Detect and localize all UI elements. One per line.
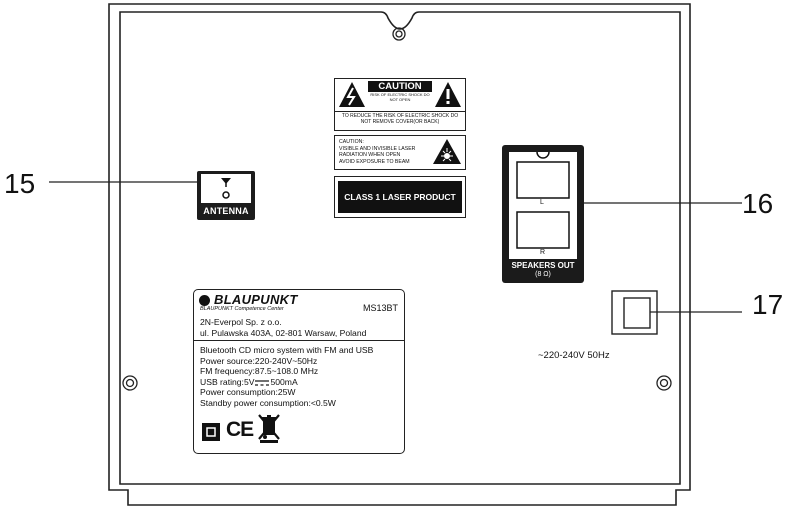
dc-symbol-icon [255,379,270,386]
callout-17: 17 [752,289,784,320]
certification-marks: CE [201,414,291,446]
model-number: MS13BT [362,303,398,313]
speakers-face: L R [509,152,577,259]
caution-warning-line: TO REDUCE THE RISK OF ELECTRIC SHOCK DO [341,113,459,119]
caution-warning-text: TO REDUCE THE RISK OF ELECTRIC SHOCK DO … [335,113,465,125]
caution-title: CAUTION [368,81,432,92]
laser-text-line: AVOID EXPOSURE TO BEAM [339,158,410,165]
brand-logo-dot [199,295,210,306]
caution-subtitle: RISK OF ELECTRIC SHOCK DO NOT OPEN [370,92,430,102]
laser-caution-text: CAUTION: VISIBLE AND INVISIBLE LASER RAD… [339,139,431,165]
leader-lines [49,181,742,313]
callout-16: 16 [742,188,774,219]
spec-line: Standby power consumption:<0.5W [200,397,336,408]
power-input-label: ~220-240V 50Hz [538,350,610,361]
manufacturer-line: ul. Pulawska 403A, 02-801 Warsaw, Poland [200,327,367,338]
speakers-out-terminal: L R SPEAKERS OUT (8 Ω) [502,145,584,283]
exclamation-warning-icon [435,82,461,107]
speakers-impedance: (8 Ω) [535,271,551,278]
manufacturer-info: 2N-Everpol Sp. z o.o. ul. Pulawska 403A,… [200,317,366,338]
power-socket [611,290,658,335]
usb-current-text: 500mA [270,376,298,387]
laser-caution-label: CAUTION: VISIBLE AND INVISIBLE LASER RAD… [334,135,466,170]
speaker-jacks [516,152,570,249]
antenna-face [201,174,251,203]
spec-line: Bluetooth CD micro system with FM and US… [200,345,374,355]
laser-text-line: RADIATION WHEN OPEN [339,152,401,159]
antenna-icon [221,178,231,199]
class-1-laser-label: CLASS 1 LASER PRODUCT [334,176,466,218]
double-insulation-icon [202,423,220,441]
antenna-label: ANTENNA [203,206,249,216]
lightning-warning-icon [339,82,365,107]
speaker-left-label: L [540,199,544,206]
speaker-right-label: R [540,249,546,256]
chassis-outline [108,3,691,506]
label-divider [194,340,404,341]
speakers-out-title: SPEAKERS OUT [511,261,575,270]
spec-line: Power source:220-240V~50Hz [200,355,318,366]
laser-hazard-icon [433,139,461,164]
manufacturer-line: 2N-Everpol Sp. z o.o. [200,317,282,327]
class-1-laser-text: CLASS 1 LASER PRODUCT [338,181,462,213]
brand-name: BLAUPUNKT [214,292,298,307]
screw-holes [122,27,672,391]
antenna-jack: ANTENNA [197,171,255,220]
spec-line: Power consumption:25W [200,387,296,398]
brand-subtitle: BLAUPUNKT Competence Center [200,306,284,312]
caution-header: CAUTION RISK OF ELECTRIC SHOCK DO NOT OP… [335,79,465,112]
laser-text-line: CAUTION: [339,139,364,145]
specifications: Bluetooth CD micro system with FM and US… [200,345,373,409]
usb-rating-text: USB rating:5V [200,376,255,387]
caution-warning-line: NOT REMOVE COVER(OR BACK) [360,119,440,125]
ce-mark-icon: CE [226,418,254,441]
laser-text-line: VISIBLE AND INVISIBLE LASER [339,145,416,152]
weee-bin-icon [258,414,280,443]
spec-line: USB rating:5V 500mA [200,377,373,388]
rating-label: BLAUPUNKT BLAUPUNKT Competence Center MS… [193,289,405,454]
callout-15: 15 [4,168,36,199]
spec-line: FM frequency:87.5~108.0 MHz [200,366,319,377]
caution-label: CAUTION RISK OF ELECTRIC SHOCK DO NOT OP… [334,78,466,131]
